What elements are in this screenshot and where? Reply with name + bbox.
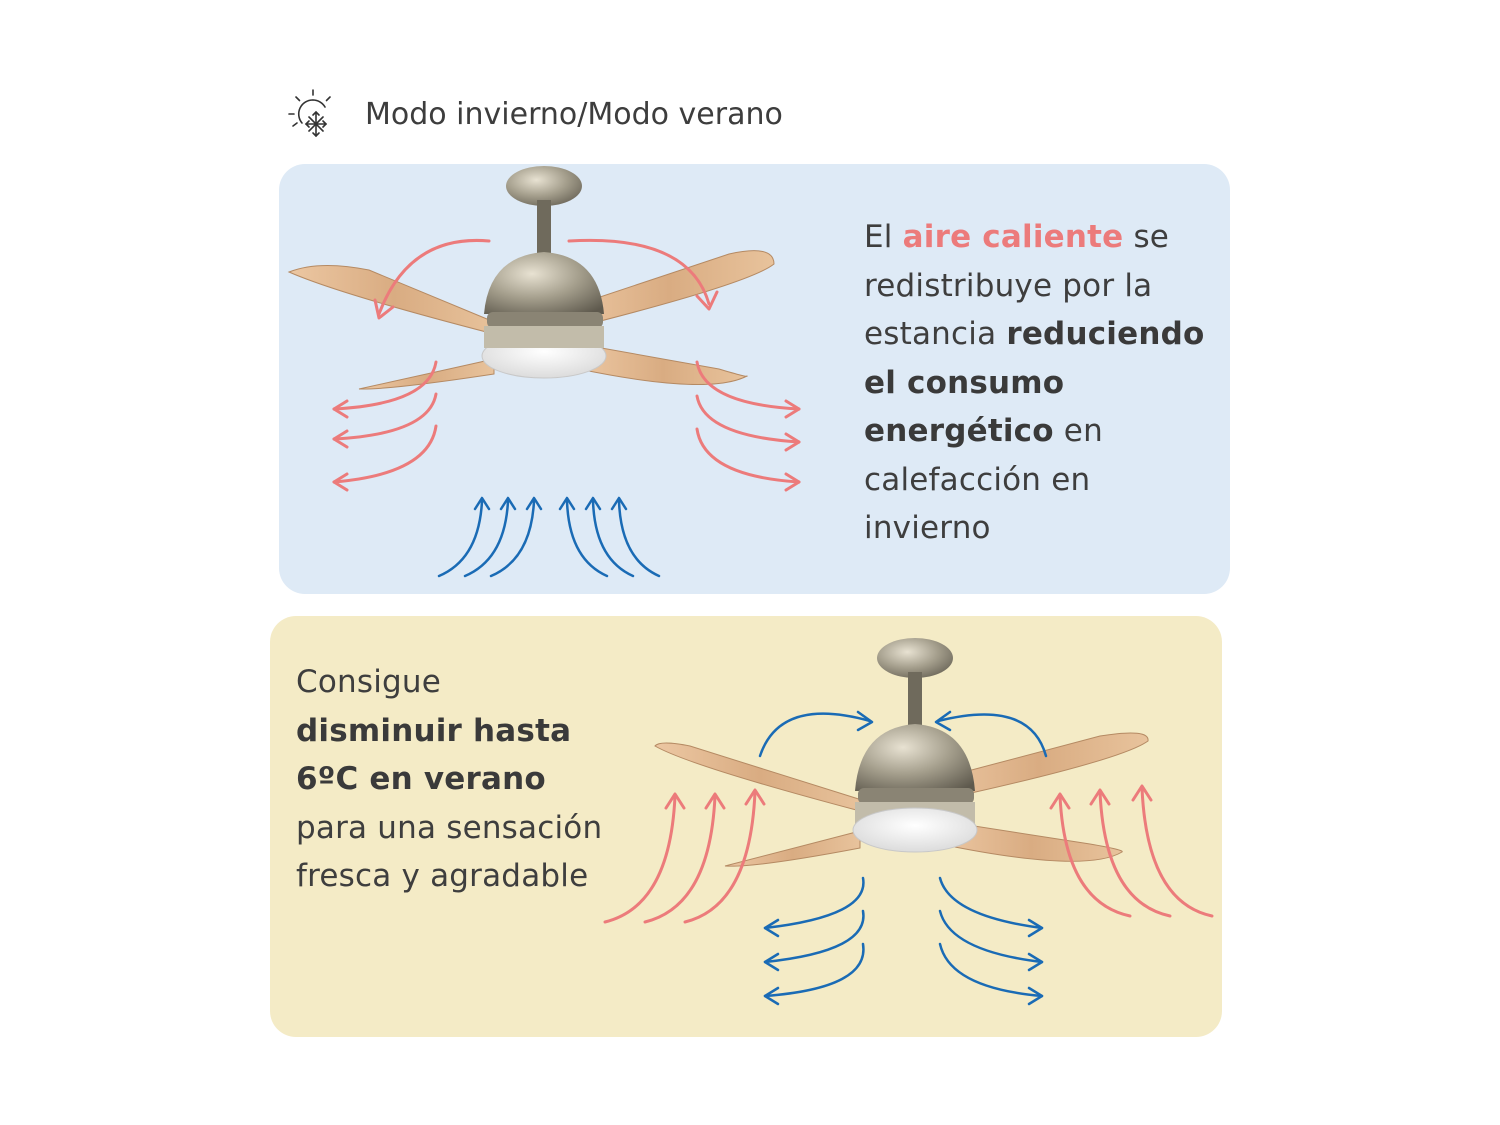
fan-blade — [724, 830, 861, 867]
energy-saving-highlight: reduciendo el consumo energético — [864, 316, 1205, 449]
temperature-drop-highlight: disminuir hasta 6ºC en verano — [296, 712, 572, 798]
warm-air-arrows — [332, 238, 801, 492]
winter-fan-illustration — [287, 166, 801, 578]
sun-snowflake-icon — [288, 89, 331, 138]
fan-blade — [654, 742, 866, 812]
fan-blade — [287, 265, 500, 335]
warm-air-arrows — [603, 784, 1214, 924]
fan-blade — [929, 732, 1149, 802]
fan-blade — [563, 250, 775, 330]
cool-air-arrows — [437, 496, 661, 578]
fan-blade — [358, 358, 495, 390]
hot-air-highlight: aire caliente — [902, 219, 1124, 255]
summer-description: Consigue disminuir hasta 6ºC en verano p… — [296, 664, 603, 894]
summer-mode-panel: Consigue disminuir hasta 6ºC en verano p… — [270, 616, 1222, 1037]
cool-air-arrows — [758, 710, 1048, 1006]
winter-mode-panel: El aire caliente se redistribuye por la … — [279, 164, 1230, 594]
winter-description: El aire caliente se redistribuye por la … — [864, 219, 1205, 546]
page-title: Modo invierno/Modo verano — [365, 96, 783, 132]
header: Modo invierno/Modo verano — [285, 82, 845, 146]
summer-fan-illustration — [603, 638, 1214, 1006]
fan-blade — [578, 343, 748, 386]
